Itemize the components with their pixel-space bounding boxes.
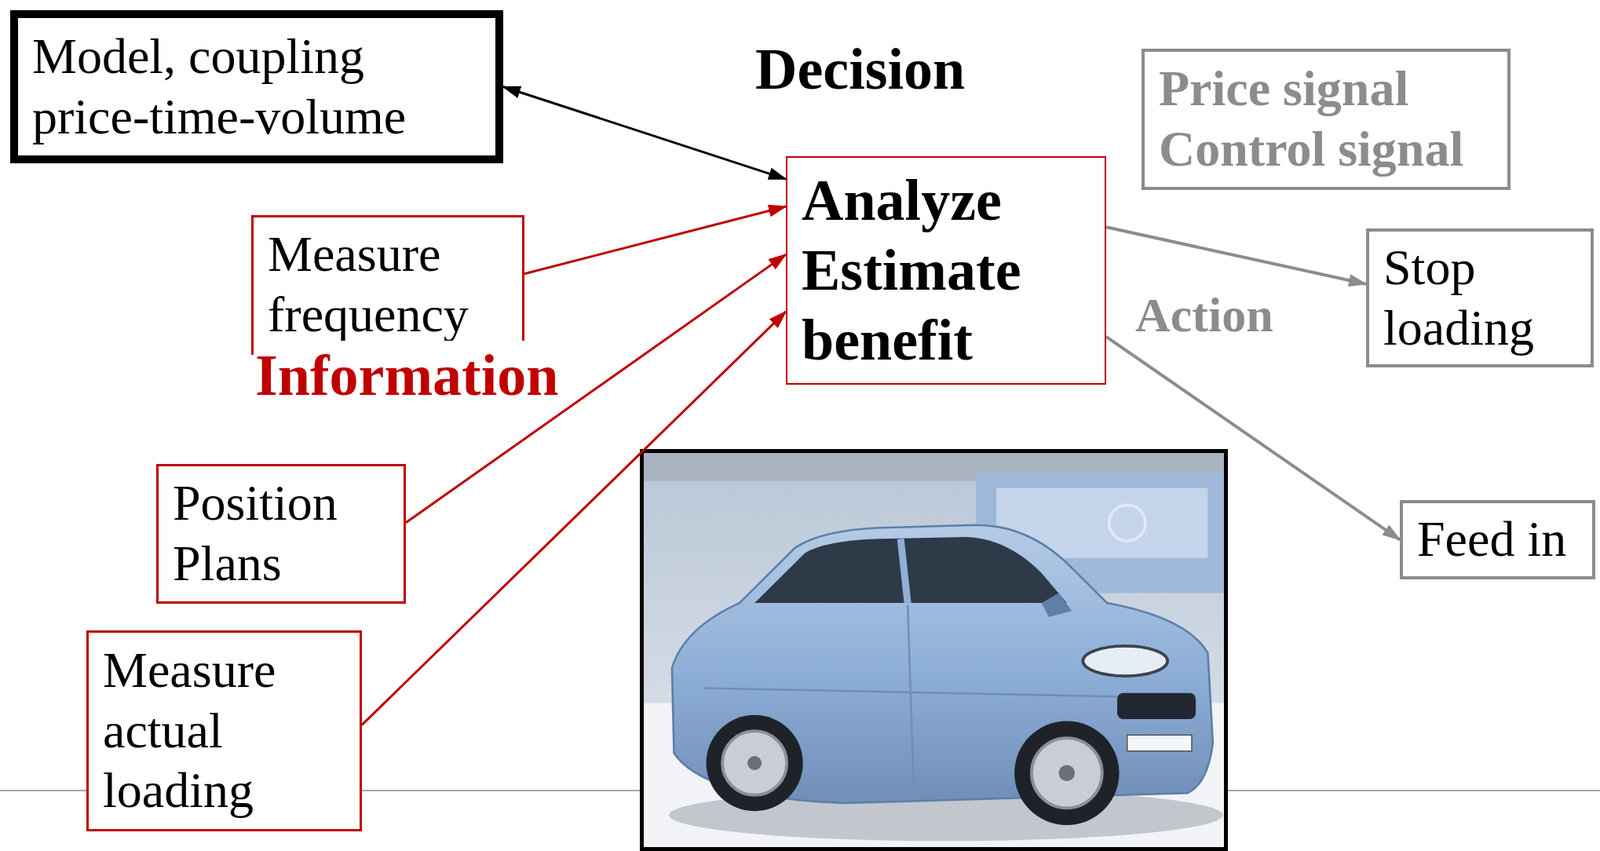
node-text: Stop loading <box>1383 237 1577 359</box>
connector-arrow <box>1106 226 1367 285</box>
car-front-wheel <box>1014 720 1119 826</box>
car-rear-hub <box>747 756 762 771</box>
car-mirror <box>1041 592 1072 618</box>
car-headlight <box>1082 646 1168 676</box>
car-photo-frame <box>639 449 1228 851</box>
brand-emblem <box>1109 504 1146 541</box>
section-heading: Action <box>1133 285 1275 344</box>
car-front-hub <box>1059 765 1076 782</box>
car-rear-rim <box>722 730 787 796</box>
car-crease <box>704 687 1188 698</box>
node-text: Feed in <box>1417 509 1579 570</box>
information-box: Measure actual loading <box>86 630 362 832</box>
node-text: Position Plans <box>172 473 390 595</box>
model-box: Model, coupling price-time-volume <box>10 10 504 164</box>
node-text: Measure actual loading <box>102 640 346 822</box>
node-text: Analyze Estimate benefit <box>801 165 1091 375</box>
section-heading: Information <box>253 340 560 411</box>
car-body <box>672 525 1213 804</box>
car-plate <box>1127 734 1192 751</box>
car-front-rim <box>1031 737 1103 808</box>
connector-arrow <box>524 206 786 274</box>
connector-arrow <box>503 87 786 180</box>
information-box: Measure frequency <box>251 215 525 355</box>
information-box: Position Plans <box>156 463 406 604</box>
car-illustration <box>643 452 1224 848</box>
car-door-line <box>907 605 914 789</box>
car-windows <box>754 536 1067 603</box>
section-heading: Decision <box>753 34 967 105</box>
car-rear-wheel <box>706 715 804 811</box>
node-text: Measure frequency <box>267 224 508 346</box>
action-box: Stop loading <box>1366 228 1594 368</box>
node-text: Model, coupling price-time-volume <box>32 26 482 148</box>
action-box: Feed in <box>1399 500 1596 580</box>
showroom-wall <box>643 452 1224 848</box>
node-text: Price signal Control signal <box>1158 58 1494 180</box>
car-grille <box>1117 693 1196 720</box>
decision-box: Analyze Estimate benefit <box>785 156 1107 385</box>
connector-arrow <box>1106 336 1400 541</box>
signal-box: Price signal Control signal <box>1141 48 1511 190</box>
car-pillar <box>900 539 908 604</box>
